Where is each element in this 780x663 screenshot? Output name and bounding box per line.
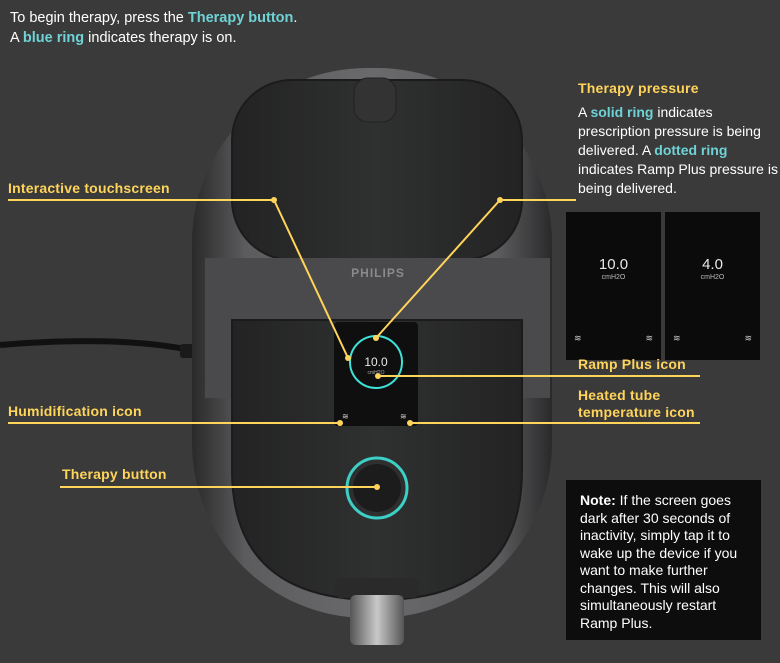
dotted-screen-unit: cmH2O (700, 274, 725, 281)
note-label: Note: (580, 492, 616, 508)
callout-humidification: Humidification icon (8, 403, 142, 419)
callout-therapy-button: Therapy button (62, 466, 167, 482)
heated-tube-icon: ≋ (645, 333, 653, 343)
callout-touchscreen: Interactive touchscreen (8, 180, 170, 196)
callout-ramp-plus: Ramp Plus icon (578, 356, 686, 372)
note-box: Note: If the screen goes dark after 30 s… (566, 480, 761, 640)
heated-tube-icon: ≋ (744, 333, 752, 343)
solid-screen-value: 10.0 (598, 256, 629, 273)
dotted-screen-value: 4.0 (702, 256, 723, 273)
humidification-icon: ≋ (673, 333, 681, 343)
solid-screen-unit: cmH2O (601, 274, 626, 281)
note-text: If the screen goes dark after 30 seconds… (580, 492, 738, 631)
screen-dotted-ring: 4.0 cmH2O ≋ ≋ (665, 212, 760, 360)
intro-line-2: A blue ring indicates therapy is on. (10, 30, 237, 46)
power-cord (0, 338, 191, 353)
device-pressure-unit: cmH2O (367, 370, 385, 376)
device-pressure-value: 10.0 (364, 355, 388, 369)
therapy-pressure-title: Therapy pressure (578, 80, 699, 96)
callout-heated-tube: Heated tube temperature icon (578, 387, 695, 420)
air-outlet-nozzle (350, 595, 404, 645)
brand-logo: PHILIPS (351, 266, 405, 280)
humidification-icon: ≋ (574, 333, 582, 343)
humidification-icon[interactable]: ≋ (342, 412, 349, 421)
screen-solid-ring: 10.0 cmH2O ≋ ≋ (566, 212, 661, 360)
heated-tube-icon[interactable]: ≋ (400, 412, 407, 421)
therapy-button-highlight: Therapy button (187, 10, 294, 26)
callout-dots (271, 197, 503, 490)
intro-text: To begin therapy, press the Therapy butt… (10, 8, 297, 48)
therapy-pressure-description: A solid ring indicates prescription pres… (578, 104, 778, 196)
solid-ring-highlight: solid ring (590, 104, 654, 120)
intro-line-1: To begin therapy, press the Therapy butt… (10, 10, 298, 26)
lid-handle (353, 77, 397, 123)
dotted-ring-highlight: dotted ring (654, 142, 728, 158)
air-outlet-base (335, 578, 419, 598)
blue-ring-highlight: blue ring (22, 30, 85, 46)
